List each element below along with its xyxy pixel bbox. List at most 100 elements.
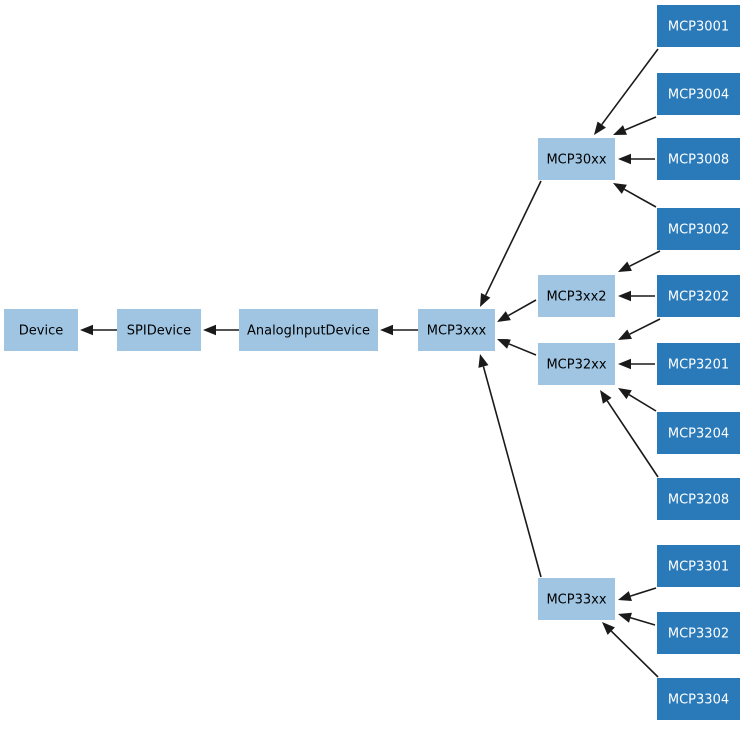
arrowhead-icon bbox=[618, 358, 631, 370]
node-label: MCP3202 bbox=[668, 290, 729, 305]
node-box[interactable] bbox=[657, 138, 740, 180]
node-box[interactable] bbox=[538, 138, 615, 180]
edge-line bbox=[630, 587, 657, 597]
edge-mcp3301-to-mcp33xx bbox=[618, 587, 657, 602]
arrowhead-icon bbox=[380, 324, 393, 336]
node-mcp33xx[interactable]: MCP33xx bbox=[538, 578, 615, 620]
arrowhead-icon bbox=[618, 290, 631, 302]
node-mcp3208[interactable]: MCP3208 bbox=[657, 478, 740, 520]
node-mcp30xx[interactable]: MCP30xx bbox=[538, 138, 615, 180]
node-box[interactable] bbox=[657, 275, 740, 317]
edge-mcp3001-to-mcp30xx bbox=[594, 48, 659, 135]
edge-mcp33xx-to-mcp3xxx bbox=[478, 354, 542, 578]
node-device[interactable]: Device bbox=[4, 309, 78, 351]
node-box[interactable] bbox=[657, 478, 740, 520]
arrowhead-icon bbox=[613, 125, 627, 135]
edge-line bbox=[630, 616, 656, 626]
node-label: MCP32xx bbox=[546, 358, 606, 373]
node-mcp3001[interactable]: MCP3001 bbox=[657, 5, 740, 47]
arrowhead-icon bbox=[618, 612, 632, 623]
node-box[interactable] bbox=[657, 343, 740, 385]
arrowhead-icon bbox=[478, 354, 489, 368]
edge-mcp3304-to-mcp33xx bbox=[602, 622, 659, 678]
node-label: MCP33xx bbox=[546, 593, 606, 608]
node-analoginput[interactable]: AnalogInputDevice bbox=[239, 309, 378, 351]
edge-line bbox=[610, 630, 659, 678]
node-box[interactable] bbox=[657, 208, 740, 250]
node-label: MCP3001 bbox=[668, 20, 729, 35]
edge-mcp3xxx-to-analoginput bbox=[380, 324, 418, 336]
node-mcp3202[interactable]: MCP3202 bbox=[657, 275, 740, 317]
node-label: MCP3301 bbox=[668, 560, 729, 575]
node-label: AnalogInputDevice bbox=[247, 324, 370, 339]
edge-mcp3204-to-mcp32xx bbox=[618, 388, 657, 412]
edge-line bbox=[507, 299, 537, 317]
edge-line bbox=[606, 400, 659, 478]
node-mcp3xx2[interactable]: MCP3xx2 bbox=[538, 275, 615, 317]
node-box[interactable] bbox=[538, 343, 615, 385]
node-mcp3302[interactable]: MCP3302 bbox=[657, 612, 740, 654]
edge-mcp3201-to-mcp32xx bbox=[618, 358, 655, 370]
edge-analoginput-to-spidevice bbox=[203, 324, 239, 336]
node-mcp3008[interactable]: MCP3008 bbox=[657, 138, 740, 180]
edge-line bbox=[629, 318, 661, 335]
arrowhead-icon bbox=[618, 388, 632, 400]
node-box[interactable] bbox=[657, 412, 740, 454]
node-box[interactable] bbox=[117, 309, 201, 351]
node-label: MCP3204 bbox=[668, 427, 729, 442]
node-spidevice[interactable]: SPIDevice bbox=[117, 309, 201, 351]
node-label: MCP3302 bbox=[668, 627, 729, 642]
edge-mcp3202-to-mcp3xx2 bbox=[618, 290, 655, 302]
arrowhead-icon bbox=[594, 121, 606, 135]
arrowhead-icon bbox=[602, 622, 615, 635]
node-label: MCP3208 bbox=[668, 493, 729, 508]
node-mcp3201[interactable]: MCP3201 bbox=[657, 343, 740, 385]
edge-line bbox=[623, 188, 657, 208]
node-mcp3204[interactable]: MCP3204 bbox=[657, 412, 740, 454]
arrowhead-icon bbox=[618, 329, 632, 340]
edge-mcp3002-to-mcp3xx2 bbox=[618, 250, 661, 272]
edge-mcp32xx-to-mcp3xxx bbox=[497, 339, 537, 356]
edge-line bbox=[624, 116, 657, 131]
arrowhead-icon bbox=[618, 591, 632, 602]
edge-mcp3202-to-mcp32xx bbox=[618, 318, 661, 340]
node-box[interactable] bbox=[657, 545, 740, 587]
node-box[interactable] bbox=[4, 309, 78, 351]
arrowhead-icon bbox=[203, 324, 216, 336]
edge-mcp3208-to-mcp32xx bbox=[600, 390, 659, 478]
node-mcp3301[interactable]: MCP3301 bbox=[657, 545, 740, 587]
node-mcp32xx[interactable]: MCP32xx bbox=[538, 343, 615, 385]
node-box[interactable] bbox=[657, 612, 740, 654]
node-box[interactable] bbox=[418, 309, 495, 351]
arrowhead-icon bbox=[497, 311, 511, 322]
edge-mcp3002-to-mcp30xx bbox=[613, 183, 657, 208]
edge-line bbox=[508, 343, 537, 356]
node-label: MCP30xx bbox=[546, 153, 606, 168]
edge-line bbox=[628, 394, 657, 412]
arrowhead-icon bbox=[480, 293, 491, 307]
node-box[interactable] bbox=[538, 275, 615, 317]
arrowhead-icon bbox=[497, 339, 512, 349]
arrowhead-icon bbox=[618, 261, 632, 272]
node-label: SPIDevice bbox=[127, 324, 191, 339]
node-label: MCP3304 bbox=[668, 693, 729, 708]
node-box[interactable] bbox=[657, 73, 740, 115]
node-mcp3304[interactable]: MCP3304 bbox=[657, 678, 740, 720]
node-label: Device bbox=[19, 324, 63, 339]
node-box[interactable] bbox=[657, 5, 740, 47]
edge-line bbox=[629, 250, 661, 267]
node-mcp3002[interactable]: MCP3002 bbox=[657, 208, 740, 250]
node-box[interactable] bbox=[239, 309, 378, 351]
node-label: MCP3201 bbox=[668, 358, 729, 373]
node-box[interactable] bbox=[657, 678, 740, 720]
edge-line bbox=[484, 180, 542, 296]
node-box[interactable] bbox=[538, 578, 615, 620]
edge-line bbox=[482, 366, 542, 578]
edge-mcp3302-to-mcp33xx bbox=[618, 612, 656, 626]
edge-spidevice-to-device bbox=[80, 324, 117, 336]
node-mcp3004[interactable]: MCP3004 bbox=[657, 73, 740, 115]
node-mcp3xxx[interactable]: MCP3xxx bbox=[418, 309, 495, 351]
arrowhead-icon bbox=[600, 390, 612, 404]
